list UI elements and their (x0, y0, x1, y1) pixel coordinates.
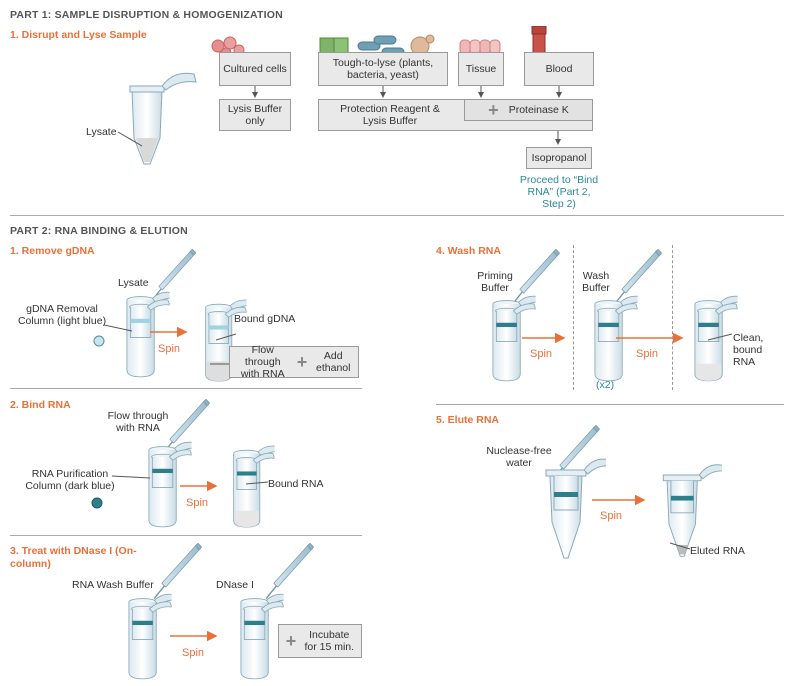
spin-arrow (150, 326, 188, 338)
wash-buffer-label: Wash Buffer (582, 270, 610, 294)
spin-arrow (592, 494, 646, 506)
proteinase-k-label: Proteinase K (508, 104, 569, 116)
rna-wash-buffer-label: RNA Wash Buffer (72, 579, 154, 591)
wash-column-tube-3 (680, 292, 744, 386)
nuclease-free-water-label: Nuclease-free water (486, 445, 552, 469)
dnase-column-tube-2 (226, 590, 290, 684)
remove-gdna-spin-label: Spin (158, 343, 181, 355)
part1-title: PART 1: SAMPLE DISRUPTION & HOMOGENIZATI… (10, 9, 283, 21)
tough-to-lyse-label: Tough-to-lyse (plants, bacteria, yeast) (332, 57, 434, 81)
dashed-separator (672, 245, 673, 390)
remove-gdna-lysate-label: Lysate (118, 277, 149, 289)
bind-flow-through-label: Flow through with RNA (107, 410, 169, 434)
part1-step1-title: 1. Disrupt and Lyse Sample (10, 29, 147, 41)
flow-through-label: Flow through with RNA (240, 344, 285, 380)
wash-spin2-label: Spin (636, 348, 659, 360)
add-ethanol-label: Add ethanol (316, 350, 351, 374)
wash-rna-title: 4. Wash RNA (436, 245, 501, 257)
dnase-title: 3. Treat with DNase I (On-column) (10, 545, 137, 570)
lysate-leader-line (117, 131, 143, 147)
rna-column-tube-2 (218, 442, 282, 532)
wash-column-tube-1 (478, 292, 542, 386)
light-blue-column-swatch (93, 335, 105, 347)
remove-gdna-title: 1. Remove gDNA (10, 245, 95, 257)
gdna-removal-column-label: gDNA Removal Column (light blue) (17, 303, 107, 327)
bound-gdna-label: Bound gDNA (234, 313, 296, 325)
incubate-box: + Incubate for 15 min. (278, 624, 362, 658)
blood-label: Blood (545, 63, 573, 75)
plus-icon: + (285, 631, 297, 651)
priming-buffer-label: Priming Buffer (477, 270, 513, 294)
tissue-box: Tissue (458, 52, 504, 86)
elute-spin-label: Spin (600, 510, 623, 522)
elute-rna-title: 5. Elute RNA (436, 414, 500, 426)
dnase-spin-label: Spin (182, 647, 205, 659)
plus-icon: + (488, 100, 499, 120)
spin-arrow (180, 480, 218, 492)
bind-rna-title: 2. Bind RNA (10, 399, 71, 411)
part2-title: PART 2: RNA BINDING & ELUTION (10, 225, 188, 237)
tissue-label: Tissue (465, 63, 497, 75)
divider (10, 535, 362, 536)
lysate-label: Lysate (86, 126, 117, 138)
wash-spin1-label: Spin (530, 348, 553, 360)
lysate-tube-illustration (129, 72, 197, 165)
wash-column-tube-2 (580, 292, 644, 386)
blood-box: Blood (524, 52, 594, 86)
gdna-column-tube-1 (112, 288, 176, 382)
protection-reagent-label: Protection Reagent & Lysis Buffer (340, 103, 440, 127)
lysis-buffer-box: Lysis Buffer only (219, 99, 291, 131)
elute-tube-1 (545, 458, 606, 559)
proceed-note: Proceed to “Bind RNA” (Part 2, Step 2) (519, 174, 599, 210)
clean-bound-rna-label: Clean, bound RNA (733, 332, 764, 368)
wash-x2-label: (x2) (596, 379, 615, 391)
flow-through-ethanol-box: Flow through with RNA + Add ethanol (229, 344, 359, 380)
cultured-cells-label: Cultured cells (223, 63, 287, 75)
spin-arrow (170, 630, 218, 642)
dashed-separator (573, 245, 574, 390)
dnase-column-tube-1 (114, 590, 178, 684)
isopropanol-label: Isopropanol (531, 152, 587, 164)
proteinase-k-box: + Proteinase K (464, 99, 593, 121)
elute-tube-2 (662, 464, 722, 557)
rna-column-tube-1 (134, 438, 198, 532)
gdna-column-tube-2 (190, 296, 254, 386)
dnase-i-label: DNase I (216, 579, 254, 591)
tough-to-lyse-box: Tough-to-lyse (plants, bacteria, yeast) (318, 52, 448, 86)
eluted-rna-label: Eluted RNA (690, 545, 745, 557)
divider (10, 388, 362, 389)
spin-arrow (522, 332, 566, 344)
isopropanol-box: Isopropanol (526, 147, 592, 169)
part-divider (10, 215, 784, 216)
tissue-icon (459, 39, 501, 55)
rna-purification-column-label: RNA Purification Column (dark blue) (25, 468, 115, 492)
spin-arrow (616, 332, 684, 344)
bind-rna-spin-label: Spin (186, 497, 209, 509)
bound-rna-label: Bound RNA (268, 478, 324, 490)
cultured-cells-box: Cultured cells (219, 52, 291, 86)
incubate-label: Incubate for 15 min. (304, 629, 355, 653)
plus-icon: + (296, 352, 308, 372)
dark-blue-column-swatch (91, 497, 103, 509)
divider (436, 404, 784, 405)
lysis-buffer-label: Lysis Buffer only (227, 103, 283, 127)
